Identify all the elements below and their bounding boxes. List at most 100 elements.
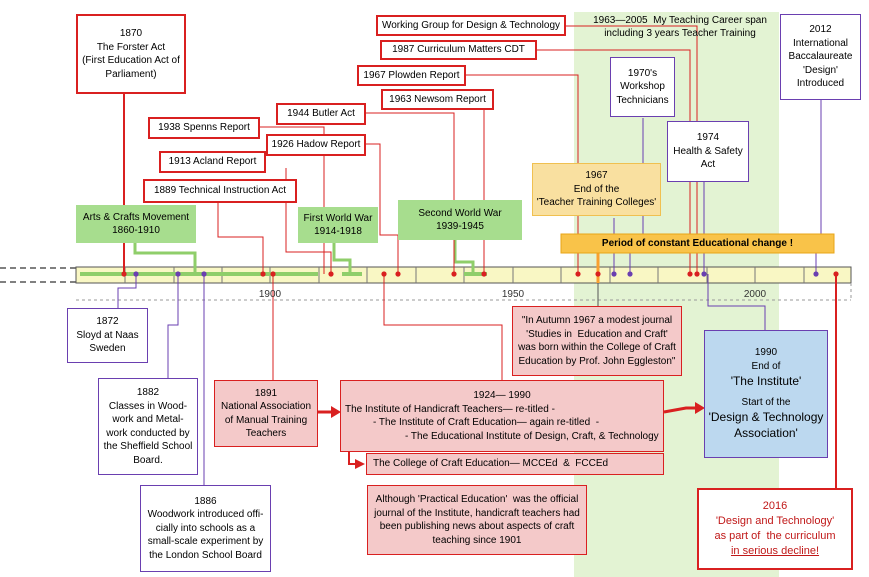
forster-title: The Forster Act bbox=[96, 41, 166, 53]
institute-end-line5: Start of the bbox=[741, 396, 791, 408]
workshop-year: 1970's bbox=[627, 67, 658, 79]
plowden-box: 1967 Plowden Report bbox=[357, 65, 466, 86]
practical-line3: been publishing news about aspects of cr… bbox=[379, 521, 575, 532]
workshop-technicians-box: 1970's Workshop Technicians bbox=[610, 57, 675, 117]
sheffield-line4: work conducted by bbox=[106, 427, 190, 439]
london-line5: the London School Board bbox=[149, 549, 262, 561]
ww2-title: Second World War bbox=[418, 207, 502, 219]
institute-end-box: 1990 End of 'The Institute' Start of the… bbox=[704, 330, 828, 458]
decline-line2: 'Design and Technology' bbox=[715, 515, 835, 528]
technical-instruction-label: 1889 Technical Instruction Act bbox=[153, 185, 287, 197]
institute-end-line3: 'The Institute' bbox=[730, 374, 802, 389]
ww2-years: 1939-1945 bbox=[436, 221, 484, 232]
journal-box: "In Autumn 1967 a modest journal 'Studie… bbox=[512, 306, 682, 376]
decline-box: 2016 'Design and Technology' as part of … bbox=[697, 488, 853, 570]
sheffield-line2: Classes in Wood- bbox=[108, 400, 188, 412]
institute-end-line7: Association' bbox=[734, 426, 798, 441]
ttc-line2: End of the bbox=[573, 183, 620, 195]
sheffield-line5: the Sheffield School bbox=[103, 441, 193, 452]
institute-years: 1924— 1990 bbox=[473, 390, 531, 401]
health-line2: Health & Safety bbox=[673, 145, 743, 157]
change-period-bar bbox=[560, 233, 835, 254]
butler-label: 1944 Butler Act bbox=[287, 108, 355, 120]
arrows bbox=[318, 402, 705, 469]
institute-end-line2: End of bbox=[751, 360, 781, 372]
sheffield-line6: Board. bbox=[133, 454, 163, 466]
plowden-label: 1967 Plowden Report bbox=[363, 69, 460, 81]
nam-line4: Teachers bbox=[245, 428, 287, 439]
cdt-label: 1987 Curriculum Matters CDT bbox=[392, 44, 525, 56]
health-line3: Act bbox=[700, 159, 716, 171]
forster-year: 1870 bbox=[119, 28, 143, 39]
ww2-box: Second World War 1939-1945 bbox=[398, 200, 522, 240]
ww1-years: 1914-1918 bbox=[314, 226, 362, 237]
ib-box: 2012 International Baccalaureate 'Design… bbox=[780, 14, 861, 100]
teaching-career-band bbox=[574, 12, 779, 577]
sheffield-year: 1882 bbox=[136, 387, 160, 398]
technical-instruction-box: 1889 Technical Instruction Act bbox=[143, 179, 297, 203]
workshop-line3: Technicians bbox=[616, 94, 669, 106]
nam-year: 1891 bbox=[254, 387, 278, 399]
ttc-end-box: 1967 End of the 'Teacher Training Colleg… bbox=[532, 163, 661, 216]
career-span-line1: 1963—2005 My Teaching Career span bbox=[593, 14, 767, 26]
ww1-title: First World War bbox=[303, 212, 373, 224]
working-group-label: Working Group for Design & Technology bbox=[381, 19, 561, 31]
forster-line3: (First Education Act of bbox=[82, 55, 180, 66]
institute-line3: - The Institute of Craft Education— agai… bbox=[373, 417, 600, 428]
tick-1900: 1900 bbox=[259, 289, 282, 300]
acland-box: 1913 Acland Report bbox=[159, 151, 266, 173]
health-year: 1974 bbox=[696, 132, 720, 144]
practical-box: Although 'Practical Education' was the o… bbox=[367, 485, 587, 555]
decline-year: 2016 bbox=[762, 500, 788, 513]
sloyd-line3: Sweden bbox=[89, 343, 126, 355]
career-top-band bbox=[574, 12, 779, 46]
journal-line1: "In Autumn 1967 a modest journal bbox=[521, 315, 673, 326]
journal-line2: 'Studies in Education and Craft' bbox=[526, 328, 668, 340]
ttc-line3: 'Teacher Training Colleges' bbox=[536, 197, 657, 209]
change-period-text: Period of constant Educational change ! bbox=[601, 237, 794, 249]
ww1-box: First World War 1914-1918 bbox=[298, 207, 378, 243]
institute-end-line6: 'Design & Technology bbox=[708, 410, 824, 425]
college-box: The College of Craft Education— MCCEd & … bbox=[366, 453, 664, 475]
arts-crafts-years: 1860-1910 bbox=[112, 225, 160, 236]
butler-box: 1944 Butler Act bbox=[276, 103, 366, 125]
nam-line3: of Manual Training bbox=[224, 414, 308, 426]
sloyd-box: 1872 Sloyd at Naas Sweden bbox=[67, 308, 148, 363]
timeline-dots bbox=[121, 271, 839, 277]
ww1-connector bbox=[332, 243, 352, 274]
arts-crafts-connector bbox=[133, 243, 197, 274]
institute-end-year: 1990 bbox=[754, 347, 778, 359]
london-year: 1886 bbox=[194, 495, 217, 507]
decline-line4: in serious decline! bbox=[730, 544, 820, 557]
nam-box: 1891 National Association of Manual Trai… bbox=[214, 380, 318, 447]
ib-year: 2012 bbox=[809, 24, 832, 36]
ttc-year: 1967 bbox=[585, 170, 608, 182]
newsom-label: 1963 Newsom Report bbox=[389, 93, 486, 105]
arts-crafts-box: Arts & Crafts Movement 1860-1910 bbox=[76, 205, 196, 243]
london-line2: Woodwork introduced offi- bbox=[147, 509, 264, 521]
london-line3: cially into schools as a bbox=[155, 522, 256, 534]
nam-line2: National Association bbox=[220, 401, 312, 412]
hadow-box: 1926 Hadow Report bbox=[266, 134, 366, 156]
career-span-label: 1963—2005 My Teaching Career span includ… bbox=[585, 12, 775, 42]
forster-act-box: 1870 The Forster Act (First Education Ac… bbox=[76, 14, 186, 94]
sloyd-line2: Sloyd at Naas bbox=[76, 329, 139, 341]
practical-line1: Although 'Practical Education' was the o… bbox=[375, 494, 579, 505]
sheffield-box: 1882 Classes in Wood- work and Metal- wo… bbox=[98, 378, 198, 475]
london-line4: small-scale experiment by bbox=[147, 536, 264, 548]
ib-line5: Introduced bbox=[796, 78, 845, 90]
ib-line4: 'Design' bbox=[803, 64, 838, 76]
arts-crafts-title: Arts & Crafts Movement bbox=[82, 211, 190, 223]
college-label: The College of Craft Education— MCCEd & … bbox=[373, 458, 609, 470]
ib-line3: Baccalaureate bbox=[788, 51, 853, 63]
workshop-line2: Workshop bbox=[620, 81, 665, 93]
tick-2000: 2000 bbox=[744, 289, 767, 300]
practical-line2: journal of the Institute, handicraft tea… bbox=[374, 507, 580, 519]
practical-line4: teaching since 1901 bbox=[432, 534, 522, 546]
ib-line2: International bbox=[792, 37, 849, 49]
spenns-box: 1938 Spenns Report bbox=[148, 117, 260, 139]
london-box: 1886 Woodwork introduced offi- cially in… bbox=[140, 485, 271, 572]
working-group-box: Working Group for Design & Technology bbox=[376, 15, 566, 36]
career-span-line2: including 3 years Teacher Training bbox=[604, 28, 756, 39]
